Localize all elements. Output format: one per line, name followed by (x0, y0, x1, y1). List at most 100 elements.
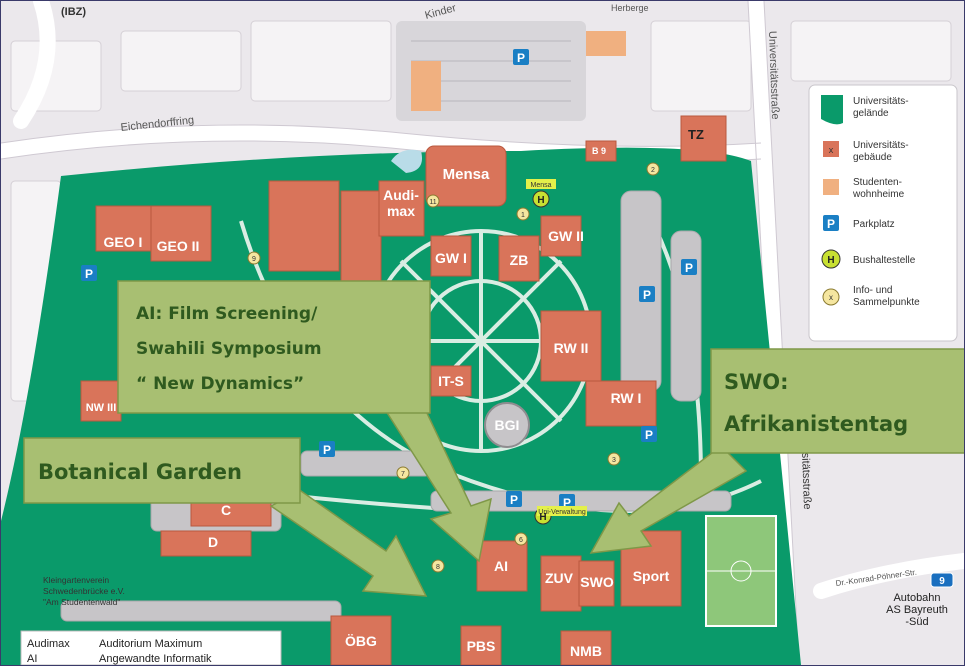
building-pbs (460, 625, 502, 665)
svg-text:-Süd: -Süd (905, 616, 928, 628)
svg-text:Mensa: Mensa (530, 182, 551, 189)
map-legend: x P H x Universitäts- gelände Universitä… (808, 84, 958, 342)
building-labels: GEO I GEO II Mensa Audi- max GW I ZB GW … (86, 166, 670, 659)
svg-text:Audi-: Audi- (383, 187, 419, 203)
svg-text:Angewandte Informatik: Angewandte Informatik (99, 653, 212, 665)
svg-text:Universitäts-: Universitäts- (853, 96, 909, 107)
svg-text:NW III: NW III (86, 402, 117, 414)
dorm-buildings (411, 31, 626, 111)
building-d (160, 530, 252, 557)
svg-text:AS Bayreuth: AS Bayreuth (886, 604, 948, 616)
svg-text:Swahili Symposium: Swahili Symposium (136, 339, 322, 359)
svg-text:3: 3 (612, 457, 616, 464)
arrow-botanical (269, 490, 428, 597)
svg-text:“ New Dynamics”: “ New Dynamics” (136, 374, 304, 394)
svg-text:8: 8 (436, 564, 440, 571)
svg-text:2: 2 (651, 167, 655, 174)
svg-text:Uni-Verwaltung: Uni-Verwaltung (538, 509, 586, 516)
svg-text:1: 1 (521, 212, 525, 219)
svg-text:9: 9 (939, 576, 945, 587)
svg-text:max: max (387, 203, 415, 219)
svg-text:Herberge: Herberge (611, 3, 649, 13)
svg-text:P: P (685, 261, 693, 275)
callout-arrows (269, 410, 748, 597)
callout-botanical-garden: Botanical Garden (23, 437, 301, 504)
svg-text:"Am Studentenwald": "Am Studentenwald" (43, 597, 120, 607)
parking-icons (81, 49, 697, 510)
svg-text:SWO: SWO (580, 574, 614, 590)
info-point-icon (822, 288, 840, 306)
svg-text:RW II: RW II (554, 340, 589, 356)
svg-text:PBS: PBS (467, 638, 496, 654)
building-b9 (585, 140, 617, 162)
building-geo2 (150, 205, 212, 262)
parking-lot-north (396, 21, 586, 121)
svg-text:RW I: RW I (611, 390, 642, 406)
svg-text:P: P (827, 217, 835, 231)
svg-text:B 9: B 9 (592, 146, 606, 156)
svg-text:Schwedenbrücke e.V.: Schwedenbrücke e.V. (43, 586, 125, 596)
svg-text:Sport: Sport (633, 568, 670, 584)
parking-label: P (517, 51, 525, 65)
university-buildings (80, 115, 727, 665)
svg-text:AI: Film Screening/: AI: Film Screening/ (136, 304, 318, 324)
svg-text:C: C (221, 502, 231, 518)
building-nw (80, 380, 122, 422)
svg-text:Sammelpunkte: Sammelpunkte (853, 297, 920, 308)
building-swo (578, 560, 615, 607)
svg-text:NMB: NMB (570, 643, 602, 659)
kleingarten-label: Kleingartenverein Schwedenbrücke e.V. "A… (43, 575, 125, 607)
svg-text:D: D (208, 534, 218, 550)
svg-text:ZUV: ZUV (545, 570, 574, 586)
svg-text:AI: AI (27, 653, 37, 665)
svg-text:Info- und: Info- und (853, 285, 892, 296)
svg-text:H: H (539, 512, 546, 523)
building-rw1 (585, 380, 657, 427)
building-rw2 (540, 310, 602, 382)
svg-text:x: x (829, 293, 833, 302)
autobahn-label: Autobahn AS Bayreuth -Süd (886, 592, 948, 628)
callout-ai: AI: Film Screening/ Swahili Symposium “ … (117, 280, 431, 414)
building-tz (680, 115, 727, 162)
svg-text:P: P (510, 493, 518, 507)
building-geo1 (95, 205, 152, 252)
building-west (268, 180, 340, 272)
svg-text:P: P (323, 443, 331, 457)
svg-text:BGI: BGI (495, 417, 520, 433)
svg-text:P: P (85, 267, 93, 281)
building-audimax (378, 180, 425, 237)
svg-text:GEO I: GEO I (104, 234, 143, 250)
svg-text:GW II: GW II (548, 228, 584, 244)
building-bgi (484, 402, 530, 448)
svg-text:Bushaltestelle: Bushaltestelle (853, 255, 916, 266)
bus-stop-icons (526, 179, 587, 525)
autobahn-sign (930, 572, 954, 588)
svg-text:Kleingartenverein: Kleingartenverein (43, 575, 109, 585)
svg-text:Mensa: Mensa (443, 166, 490, 183)
dorm-swatch (823, 179, 839, 195)
svg-text:GW I: GW I (435, 250, 467, 266)
svg-text:Studenten-: Studenten- (853, 177, 902, 188)
svg-text:gelände: gelände (853, 108, 889, 119)
svg-text:SWO:: SWO: (724, 370, 789, 394)
building-its (430, 365, 472, 397)
building-gw1 (430, 235, 472, 277)
svg-text:P: P (563, 496, 571, 510)
building-obg (330, 615, 392, 665)
svg-text:IT-S: IT-S (438, 373, 464, 389)
svg-text:11: 11 (429, 199, 436, 206)
svg-text:Botanical Garden: Botanical Garden (38, 460, 242, 484)
pond (391, 149, 422, 173)
svg-text:Audimax: Audimax (27, 638, 70, 650)
svg-text:Parkplatz: Parkplatz (853, 219, 895, 230)
svg-text:Universitäts-: Universitäts- (853, 140, 909, 151)
parking-icon (823, 215, 839, 231)
svg-text:GEO II: GEO II (157, 238, 200, 254)
campus-area-swatch (821, 95, 843, 125)
info-point-icons (247, 162, 660, 573)
svg-text:AI: AI (494, 558, 508, 574)
svg-text:(IBZ): (IBZ) (61, 6, 86, 18)
arrow-ai (384, 410, 492, 563)
svg-text:6: 6 (519, 537, 523, 544)
